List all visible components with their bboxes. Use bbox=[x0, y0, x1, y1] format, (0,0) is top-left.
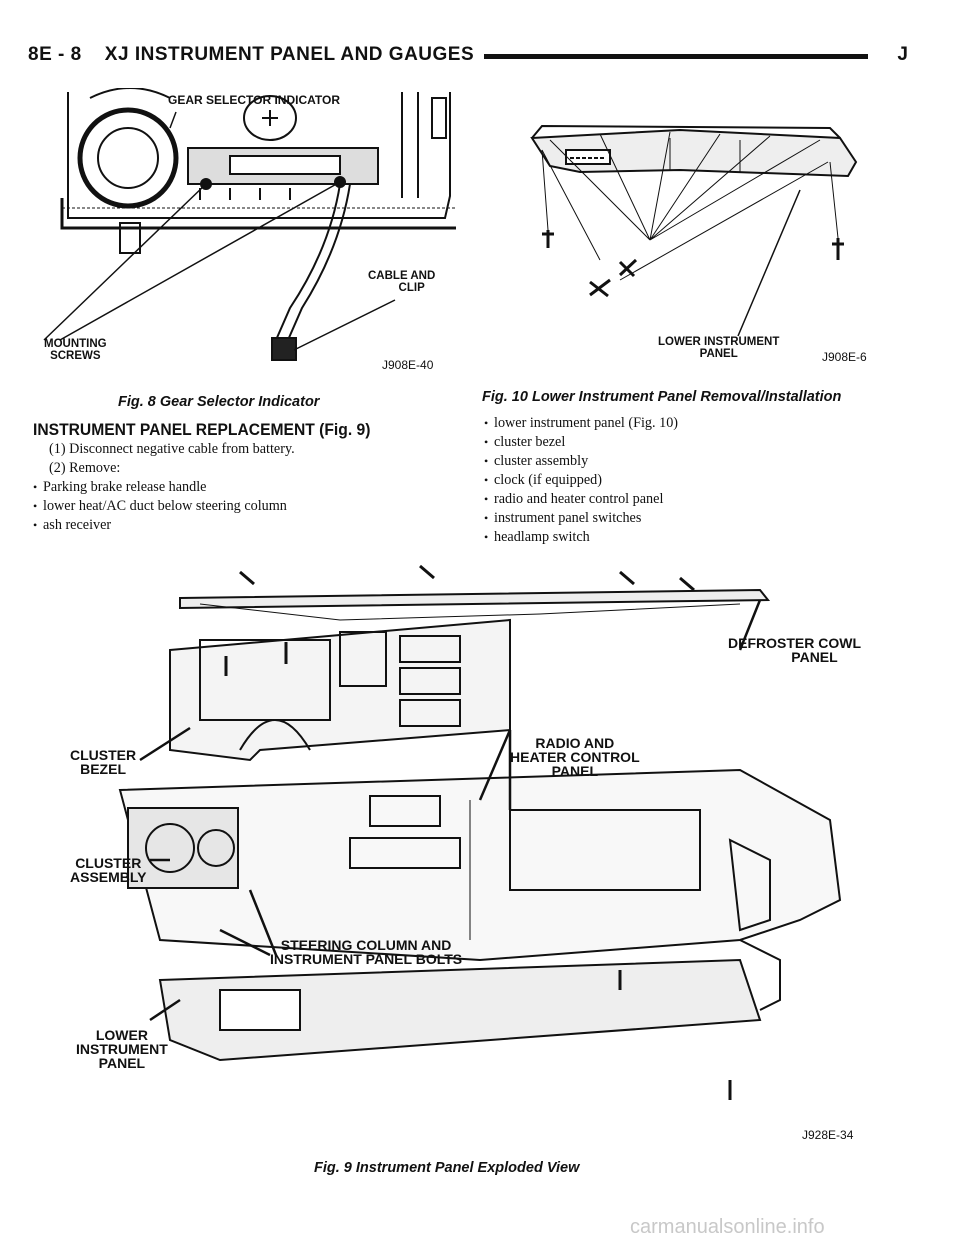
figure-10-caption: Fig. 10 Lower Instrument Panel Removal/I… bbox=[482, 389, 842, 405]
list-item: •clock (if equipped) bbox=[484, 472, 602, 488]
figure-8-caption: Fig. 8 Gear Selector Indicator bbox=[118, 394, 320, 410]
figure-10-illustration bbox=[530, 124, 858, 337]
list-item: •lower heat/AC duct below steering colum… bbox=[33, 498, 287, 514]
callout-radio-heater-control-panel: RADIO AND HEATER CONTROL PANEL bbox=[510, 735, 640, 779]
list-item: •cluster bezel bbox=[484, 434, 566, 450]
callout-cluster-assembly: CLUSTER ASSEMBLY bbox=[70, 855, 147, 885]
list-item: •cluster assembly bbox=[484, 453, 589, 469]
list-item: •lower instrument panel (Fig. 10) bbox=[484, 415, 679, 431]
callout-cable-and-clip: CABLE AND CLIP bbox=[368, 270, 436, 294]
figure-9-code: J928E-34 bbox=[802, 1128, 854, 1142]
callout-gear-selector-indicator: GEAR SELECTOR INDICATOR bbox=[168, 93, 341, 107]
callout-mounting-screws: MOUNTING SCREWS bbox=[44, 338, 107, 362]
right-bullet-list: •lower instrument panel (Fig. 10) •clust… bbox=[484, 414, 678, 547]
figure-9-exploded-view: DEFROSTER COWL PANEL RADIO AND HEATER CO… bbox=[40, 560, 900, 1150]
callout-cluster-bezel: CLUSTER BEZEL bbox=[70, 747, 137, 777]
header-rule bbox=[458, 54, 868, 59]
figure-9-caption: Fig. 9 Instrument Panel Exploded View bbox=[314, 1160, 580, 1176]
list-item: •radio and heater control panel bbox=[484, 491, 664, 507]
callout-steering-column-bolts: STEERING COLUMN AND INSTRUMENT PANEL BOL… bbox=[270, 937, 463, 967]
header-title: 8E - 8 XJ INSTRUMENT PANEL AND GAUGES bbox=[28, 44, 485, 66]
callout-defroster-cowl-panel: DEFROSTER COWL PANEL bbox=[728, 635, 861, 665]
list-item: •instrument panel switches bbox=[484, 510, 642, 526]
header-section-letter: J bbox=[897, 44, 908, 65]
callout-lower-instrument-panel-fig10: LOWER INSTRUMENT PANEL bbox=[658, 336, 780, 360]
callout-lower-instrument-panel-fig9: LOWER INSTRUMENT PANEL bbox=[76, 1027, 168, 1071]
list-item: •headlamp switch bbox=[484, 529, 590, 545]
figure-10-code: J908E-6 bbox=[822, 350, 867, 364]
figure-8-illustration bbox=[43, 88, 456, 361]
figure-10-lower-panel: LOWER INSTRUMENT PANEL J908E-6 bbox=[470, 110, 890, 380]
figure-8-code: J908E-40 bbox=[382, 358, 434, 372]
section-title: INSTRUMENT PANEL REPLACEMENT (Fig. 9) bbox=[33, 420, 371, 439]
watermark: carmanualsonline.info bbox=[630, 1216, 825, 1238]
step-1: (1) Disconnect negative cable from batte… bbox=[49, 441, 295, 457]
list-item: •ash receiver bbox=[33, 517, 112, 533]
left-bullet-list: •Parking brake release handle •lower hea… bbox=[33, 478, 287, 535]
page-header: 8E - 8 XJ INSTRUMENT PANEL AND GAUGES J bbox=[28, 44, 908, 70]
figure-9-illustration bbox=[118, 564, 842, 1100]
list-item: •Parking brake release handle bbox=[33, 479, 207, 495]
figure-8-gear-selector: GEAR SELECTOR INDICATOR CABLE AND CLIP M… bbox=[40, 88, 460, 380]
step-2: (2) Remove: bbox=[49, 460, 121, 476]
